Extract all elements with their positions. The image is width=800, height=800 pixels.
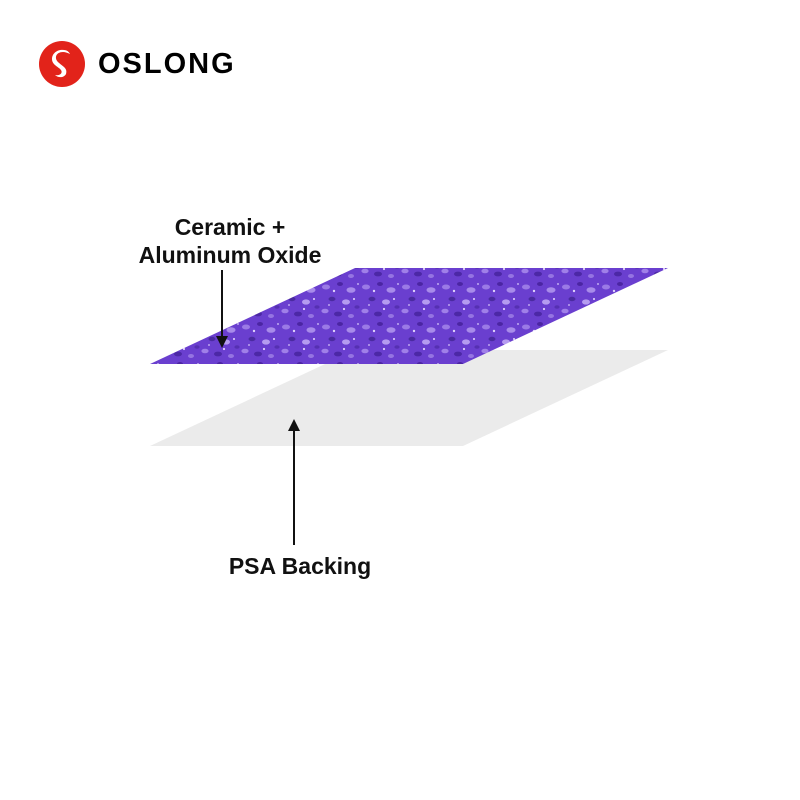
backing-label-line-1: PSA Backing (228, 553, 372, 579)
ceramic-aluminum-oxide-layer (150, 268, 668, 364)
brand-name: OSLONG (98, 48, 236, 80)
backing-layer-label: PSA Backing (180, 552, 420, 580)
swan-logo-icon (39, 41, 85, 87)
brand-logo: OSLONG (38, 40, 236, 88)
backing-callout-arrowhead (288, 419, 300, 431)
grit-callout-arrowhead (216, 336, 228, 348)
grit-label-line-1: Ceramic + (174, 214, 286, 240)
grit-label-line-2: Aluminum Oxide (138, 242, 322, 268)
psa-backing-layer (150, 350, 668, 446)
grit-layer-label: Ceramic + Aluminum Oxide (110, 213, 350, 269)
